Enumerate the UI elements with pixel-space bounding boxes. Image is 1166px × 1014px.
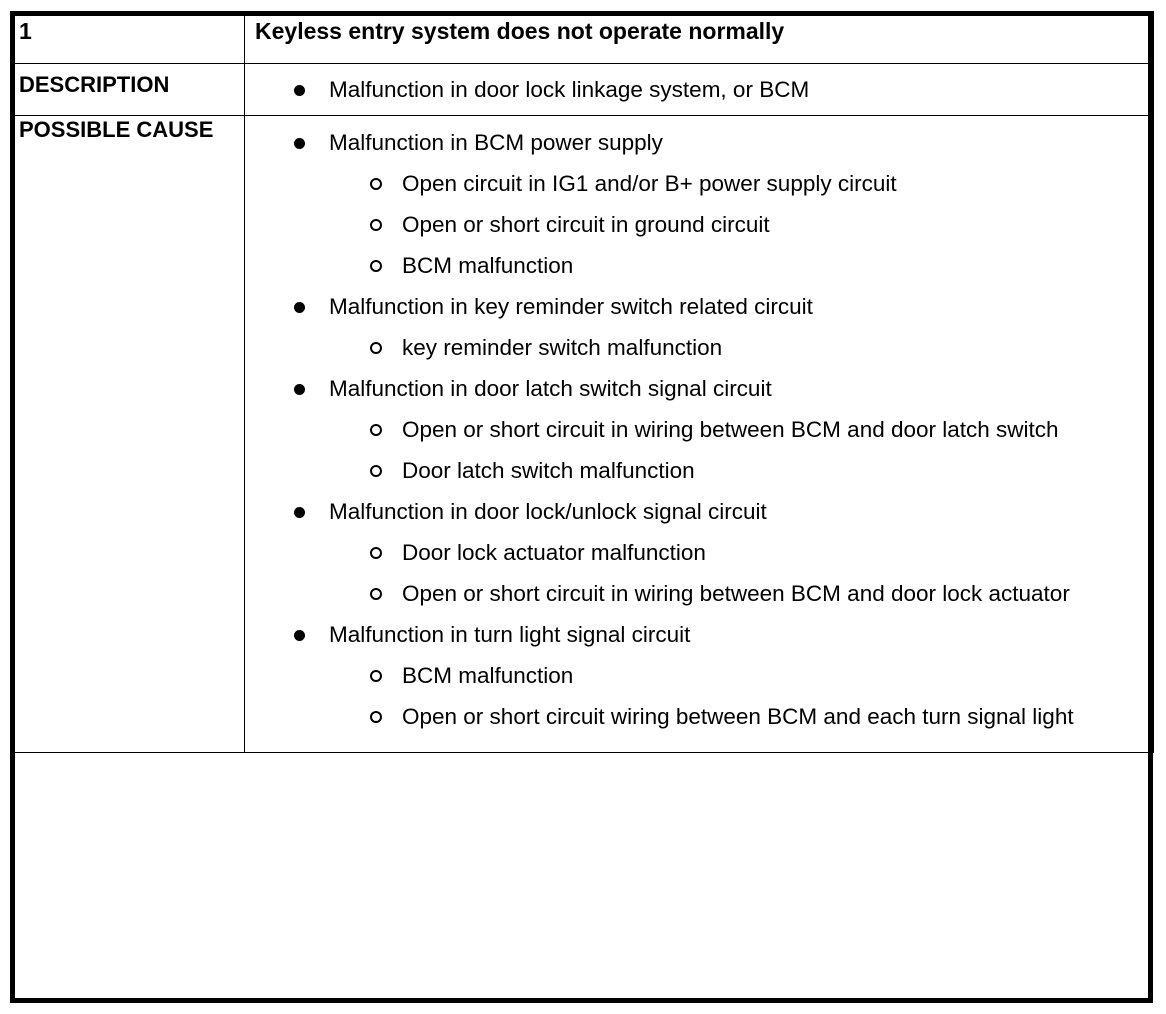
list-item: Open circuit in IG1 and/or B+ power supp… — [245, 169, 1153, 199]
bullet-circle-icon — [370, 342, 382, 354]
list-item-label: Open or short circuit in wiring between … — [402, 417, 1059, 442]
bullet-circle-icon — [370, 670, 382, 682]
cell-index: 1 — [10, 11, 245, 64]
bullet-circle-icon — [370, 588, 382, 600]
list-item: Malfunction in BCM power supply — [245, 128, 1153, 158]
list-item: Malfunction in turn light signal circuit — [245, 620, 1153, 650]
list-item-label: Open or short circuit wiring between BCM… — [402, 704, 1074, 729]
bullet-circle-icon — [370, 465, 382, 477]
list-item: Door latch switch malfunction — [245, 456, 1153, 486]
bullet-disc-icon — [294, 630, 305, 641]
list-item: Malfunction in door lock linkage system,… — [245, 75, 1153, 105]
bullet-circle-icon — [370, 178, 382, 190]
list-item: Open or short circuit in wiring between … — [245, 415, 1153, 445]
diagnostic-trouble-table: 1 Keyless entry system does not operate … — [10, 11, 1154, 753]
list-item: Malfunction in door lock/unlock signal c… — [245, 497, 1153, 527]
list-item-label: BCM malfunction — [402, 663, 574, 688]
bullet-circle-icon — [370, 424, 382, 436]
bullet-disc-icon — [294, 302, 305, 313]
list-item-label: BCM malfunction — [402, 253, 574, 278]
page-title: Keyless entry system does not operate no… — [255, 18, 785, 44]
list-item-label: Open or short circuit in ground circuit — [402, 212, 770, 237]
list-item: Open or short circuit in wiring between … — [245, 579, 1153, 609]
list-item-label: Door latch switch malfunction — [402, 458, 695, 483]
bullet-disc-icon — [294, 138, 305, 149]
list-item-label: Malfunction in turn light signal circuit — [329, 622, 691, 647]
bullet-disc-icon — [294, 384, 305, 395]
list-item-label: Malfunction in door lock linkage system,… — [329, 77, 810, 102]
list-item: Door lock actuator malfunction — [245, 538, 1153, 568]
bullet-disc-icon — [294, 85, 305, 96]
bullet-circle-icon — [370, 711, 382, 723]
table-row-possible-cause: POSSIBLE CAUSE Malfunction in BCM power … — [10, 115, 1154, 753]
row-label-description: DESCRIPTION — [19, 72, 170, 97]
table-row-description: DESCRIPTION Malfunction in door lock lin… — [10, 63, 1154, 116]
cell-title: Keyless entry system does not operate no… — [244, 11, 1154, 64]
bullet-circle-icon — [370, 260, 382, 272]
list-item-label: Malfunction in door latch switch signal … — [329, 376, 772, 401]
cell-content-description: Malfunction in door lock linkage system,… — [244, 63, 1154, 116]
description-list: Malfunction in door lock linkage system,… — [245, 64, 1153, 115]
bullet-disc-icon — [294, 507, 305, 518]
list-item: Malfunction in door latch switch signal … — [245, 374, 1153, 404]
list-item-label: Open circuit in IG1 and/or B+ power supp… — [402, 171, 897, 196]
list-item: BCM malfunction — [245, 661, 1153, 691]
list-item: Malfunction in key reminder switch relat… — [245, 292, 1153, 322]
list-item-label: Malfunction in BCM power supply — [329, 130, 663, 155]
index-number: 1 — [19, 18, 32, 44]
cell-label-possible-cause: POSSIBLE CAUSE — [10, 115, 245, 753]
bullet-circle-icon — [370, 219, 382, 231]
row-label-possible-cause: POSSIBLE CAUSE — [19, 117, 214, 142]
list-item-label: Malfunction in key reminder switch relat… — [329, 294, 813, 319]
list-item: Open or short circuit in ground circuit — [245, 210, 1153, 240]
table-row-header: 1 Keyless entry system does not operate … — [10, 11, 1154, 64]
possible-cause-list: Malfunction in BCM power supply Open cir… — [245, 116, 1153, 752]
cell-label-description: DESCRIPTION — [10, 63, 245, 116]
list-item-label: Open or short circuit in wiring between … — [402, 581, 1070, 606]
list-item-label: Door lock actuator malfunction — [402, 540, 706, 565]
bullet-circle-icon — [370, 547, 382, 559]
list-item: Open or short circuit wiring between BCM… — [245, 702, 1153, 732]
list-item: key reminder switch malfunction — [245, 333, 1153, 363]
cell-content-possible-cause: Malfunction in BCM power supply Open cir… — [244, 115, 1154, 753]
list-item-label: key reminder switch malfunction — [402, 335, 723, 360]
list-item: BCM malfunction — [245, 251, 1153, 281]
list-item-label: Malfunction in door lock/unlock signal c… — [329, 499, 767, 524]
